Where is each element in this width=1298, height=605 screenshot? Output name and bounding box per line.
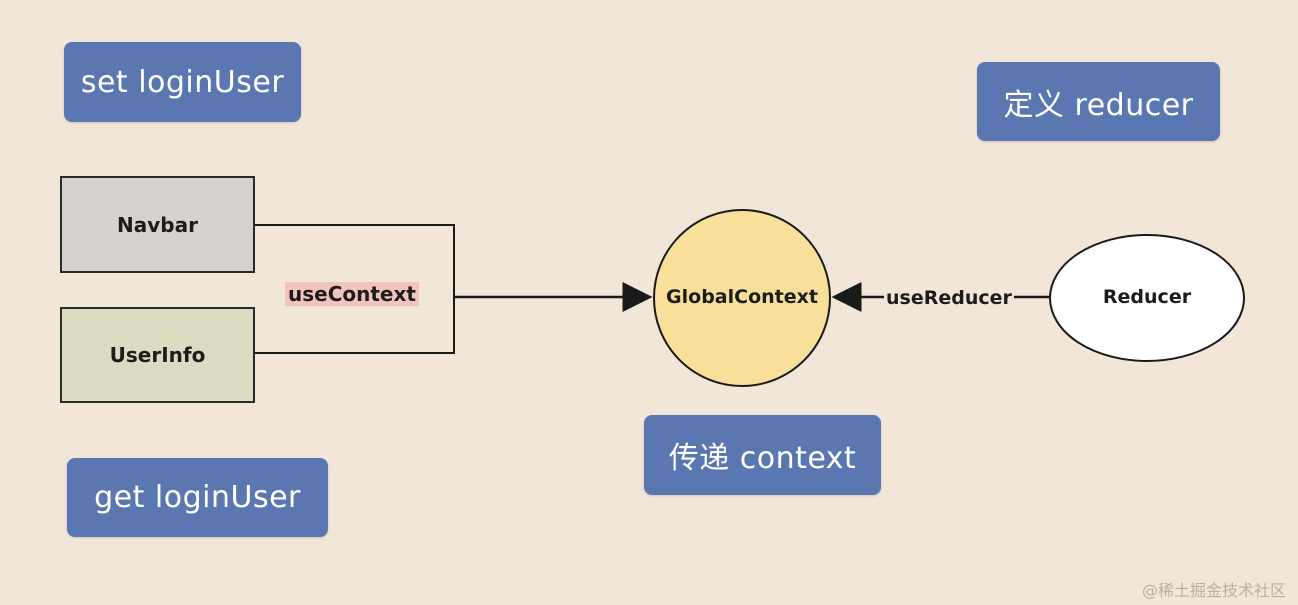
get-login-user-label: get loginUser: [67, 458, 328, 537]
global-context-circle: [653, 209, 831, 387]
reducer-label: Reducer: [1102, 286, 1192, 308]
use-reducer-edge-label: useReducer: [884, 287, 1014, 309]
global-context-label: GlobalContext: [666, 286, 818, 308]
userinfo-connector: [255, 297, 455, 354]
define-reducer-label: 定义 reducer: [977, 62, 1220, 141]
userinfo-label: UserInfo: [109, 343, 206, 367]
use-context-text: useContext: [285, 282, 419, 306]
navbar-node: Navbar: [60, 176, 255, 273]
set-login-user-label: set loginUser: [64, 42, 301, 122]
use-context-edge-label: useContext: [285, 282, 419, 306]
navbar-connector: [255, 224, 455, 297]
navbar-label: Navbar: [117, 212, 198, 237]
pass-context-label: 传递 context: [644, 415, 881, 495]
userinfo-node: UserInfo: [60, 307, 255, 403]
watermark: @稀土掘金技术社区: [1141, 581, 1286, 600]
reducer-ellipse: [1049, 234, 1245, 362]
